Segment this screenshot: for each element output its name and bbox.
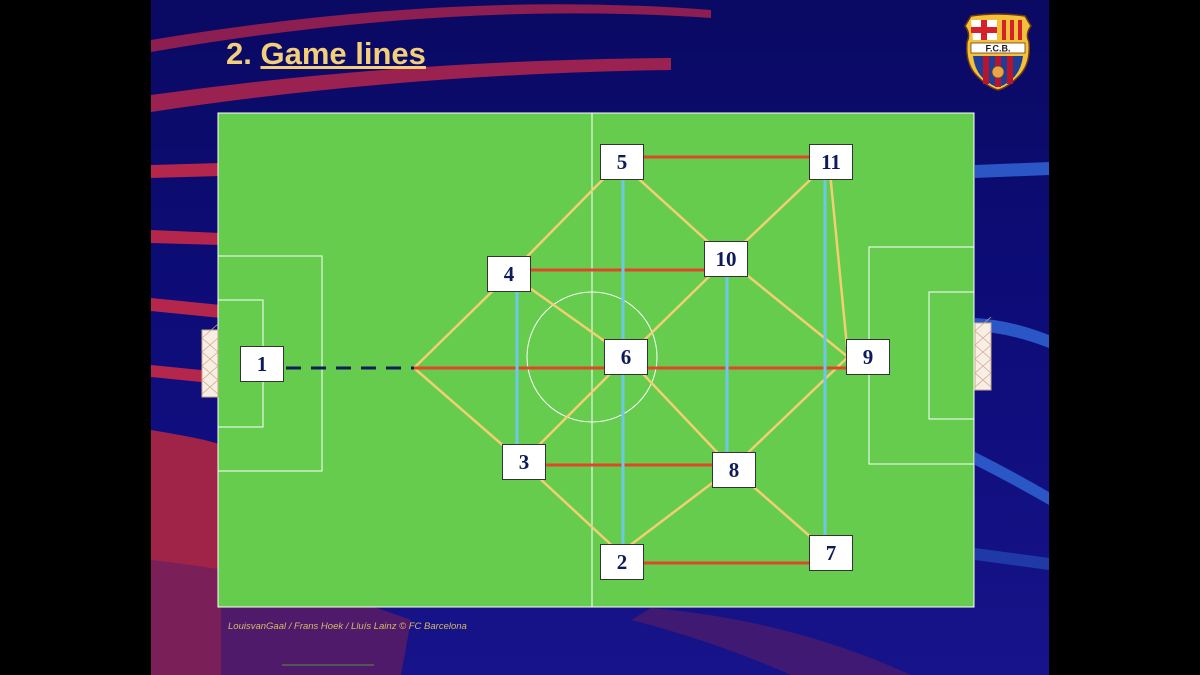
right-goal-area (928, 291, 975, 420)
player-3: 3 (502, 444, 546, 480)
background-decoration (151, 4, 1049, 675)
player-9: 9 (846, 339, 890, 375)
player-10: 10 (704, 241, 748, 277)
player-7: 7 (809, 535, 853, 571)
player-8: 8 (712, 452, 756, 488)
right-goal-net (974, 316, 992, 391)
fcb-crest-logo: F.C.B. (964, 13, 1032, 91)
svg-text:F.C.B.: F.C.B. (985, 44, 1010, 54)
player-1: 1 (240, 346, 284, 382)
player-2: 2 (600, 544, 644, 580)
player-11: 11 (809, 144, 853, 180)
slide: 2. Game lines F.C.B. (151, 0, 1049, 675)
player-5: 5 (600, 144, 644, 180)
player-4: 4 (487, 256, 531, 292)
left-goal-net (201, 323, 219, 398)
title-link[interactable]: Game lines (260, 36, 426, 71)
footer-divider (282, 664, 374, 666)
slide-title: 2. Game lines (226, 36, 426, 72)
credit-text: LouisvanGaal / Frans Hoek / Lluís Lainz … (228, 621, 467, 632)
title-number: 2. (226, 36, 252, 71)
centre-circle (526, 291, 658, 423)
player-6: 6 (604, 339, 648, 375)
